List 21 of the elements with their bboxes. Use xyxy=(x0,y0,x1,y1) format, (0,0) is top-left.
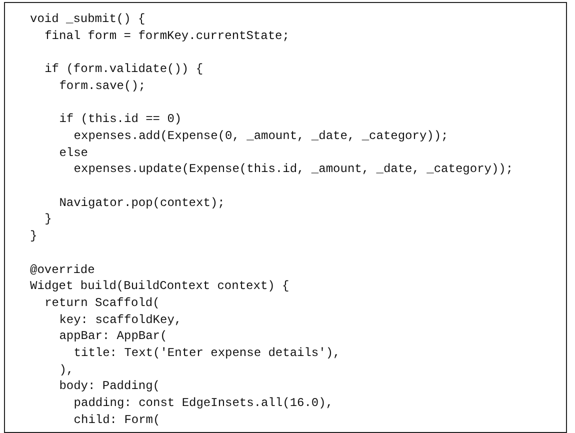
code-line: final form = formKey.currentState; xyxy=(44,28,290,44)
code-line: if (this.id == 0) xyxy=(59,112,182,128)
code-line: @override xyxy=(30,262,95,278)
code-line: Navigator.pop(context); xyxy=(59,196,225,211)
code-line: appBar: AppBar( xyxy=(59,329,168,344)
code-line: body: Padding( xyxy=(59,379,160,394)
code-line: Widget build(BuildContext context) { xyxy=(30,279,290,294)
code-line: } xyxy=(30,229,38,244)
code-line: void _submit() { xyxy=(30,12,146,27)
code-line: if (form.validate()) { xyxy=(44,62,204,78)
code-line: child: Form( xyxy=(74,412,160,428)
code-line: expenses.update(Expense(this.id, _amount, _date, _category)); xyxy=(74,162,514,178)
code-line: } xyxy=(44,212,52,228)
code-line: expenses.add(Expense(0, _amount, _date, _category)); xyxy=(74,128,448,144)
code-line: key: scaffoldKey, xyxy=(59,312,182,328)
code-line: ), xyxy=(59,362,74,378)
code-line: else xyxy=(59,146,88,161)
code-line: form.save(); xyxy=(59,78,146,94)
code-line: return Scaffold( xyxy=(44,296,160,311)
code-line: title: Text('Enter expense details'), xyxy=(74,346,340,361)
code-line: padding: const EdgeInsets.all(16.0), xyxy=(74,396,334,412)
